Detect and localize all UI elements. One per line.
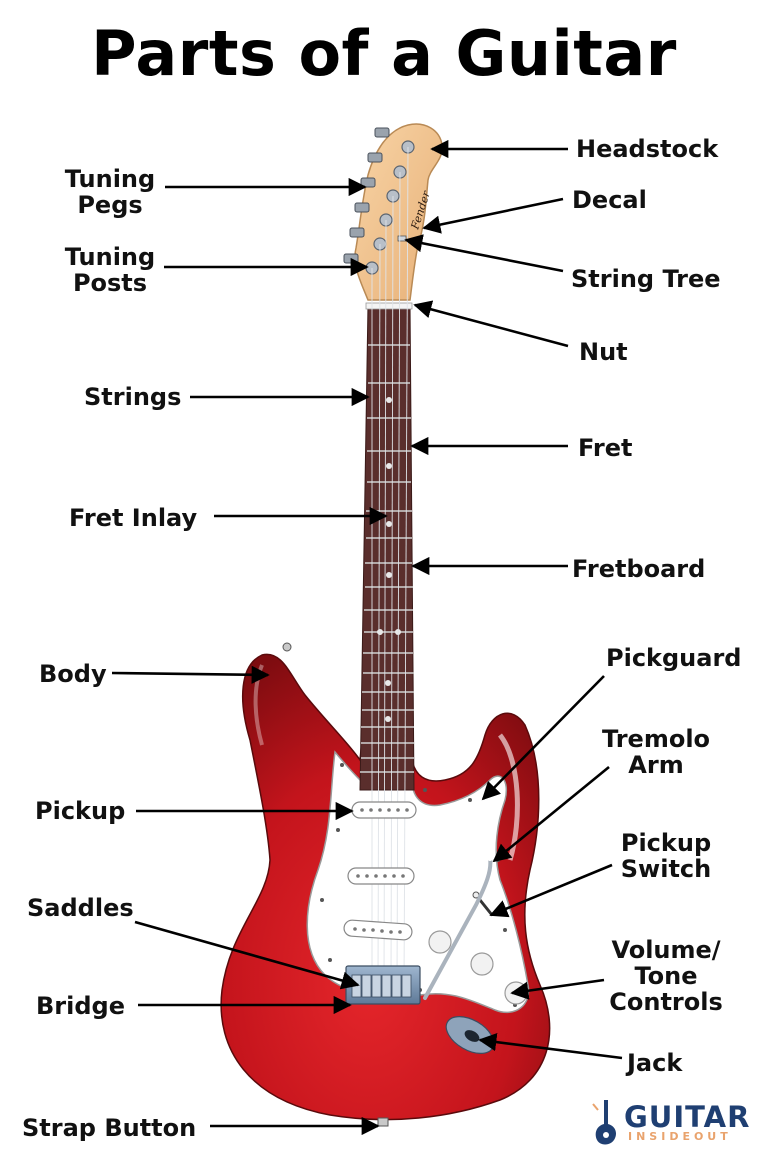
guitar-logo-icon bbox=[592, 1100, 616, 1145]
label-pickup-switch-line2: Switch bbox=[620, 855, 712, 883]
arrow-jack bbox=[478, 1033, 623, 1060]
label-fret-inlay: Fret Inlay bbox=[69, 504, 198, 532]
label-strap-button: Strap Button bbox=[22, 1114, 197, 1142]
arrow-decal bbox=[422, 197, 564, 234]
strap-button-bottom bbox=[377, 1117, 389, 1127]
label-tuning-posts-line2: Posts bbox=[72, 269, 148, 297]
arrow-saddles bbox=[134, 920, 360, 990]
arrow-body bbox=[111, 665, 270, 684]
label-tuning-posts-line1: Tuning bbox=[64, 243, 156, 271]
label-tremolo-arm-line1: Tremolo bbox=[601, 725, 711, 753]
label-pickup-switch-line1: Pickup bbox=[620, 829, 712, 857]
label-headstock: Headstock bbox=[576, 135, 719, 163]
string-tree-piece bbox=[397, 235, 407, 242]
label-bridge: Bridge bbox=[36, 992, 125, 1020]
label-decal: Decal bbox=[572, 186, 647, 214]
label-string-tree: String Tree bbox=[571, 265, 721, 293]
label-strings: Strings bbox=[84, 383, 182, 411]
arrow-pickguard bbox=[481, 675, 605, 801]
arrow-string-tree bbox=[404, 234, 564, 273]
label-nut: Nut bbox=[579, 338, 628, 366]
strap-button-top bbox=[282, 642, 292, 652]
label-volume-tone-controls: Volume/ Tone Controls bbox=[603, 937, 729, 1015]
label-volume-tone-line1: Volume/ bbox=[611, 936, 721, 964]
label-tuning-posts: Tuning Posts bbox=[54, 244, 166, 296]
arrow-tremolo-arm bbox=[492, 765, 610, 863]
label-tremolo-arm-line2: Arm bbox=[628, 751, 684, 779]
label-tuning-pegs: Tuning Pegs bbox=[54, 166, 166, 218]
arrow-nut bbox=[413, 300, 569, 348]
guitar-insideout-logo: GUITAR INSIDEOUT bbox=[590, 1098, 760, 1148]
label-fretboard: Fretboard bbox=[572, 555, 706, 583]
logo-sub-text: INSIDEOUT bbox=[628, 1130, 732, 1143]
tremolo-arm-rod bbox=[423, 856, 493, 1000]
label-tremolo-arm: Tremolo Arm bbox=[596, 726, 716, 778]
label-volume-tone-line2: Tone bbox=[634, 962, 698, 990]
logo-main-text: GUITAR bbox=[624, 1100, 751, 1134]
arrow-volume-tone bbox=[510, 978, 605, 1000]
strings-lines bbox=[371, 146, 409, 986]
label-tuning-pegs-line2: Pegs bbox=[77, 191, 143, 219]
label-pickguard: Pickguard bbox=[606, 644, 742, 672]
pickups bbox=[343, 801, 417, 941]
frets bbox=[360, 344, 414, 773]
page-title: Parts of a Guitar bbox=[91, 17, 677, 90]
fret-inlays bbox=[377, 397, 401, 722]
arrow-pickup-switch bbox=[489, 863, 613, 918]
label-tuning-pegs-line1: Tuning bbox=[64, 165, 156, 193]
label-body: Body bbox=[39, 660, 107, 688]
label-fret: Fret bbox=[578, 434, 633, 462]
label-volume-tone-line3: Controls bbox=[609, 988, 723, 1016]
nut-piece bbox=[365, 302, 413, 310]
label-pickup-switch: Pickup Switch bbox=[606, 830, 726, 882]
label-jack: Jack bbox=[627, 1049, 683, 1077]
label-pickup: Pickup bbox=[35, 797, 126, 825]
label-saddles: Saddles bbox=[27, 894, 134, 922]
callout-arrows bbox=[111, 139, 623, 1136]
